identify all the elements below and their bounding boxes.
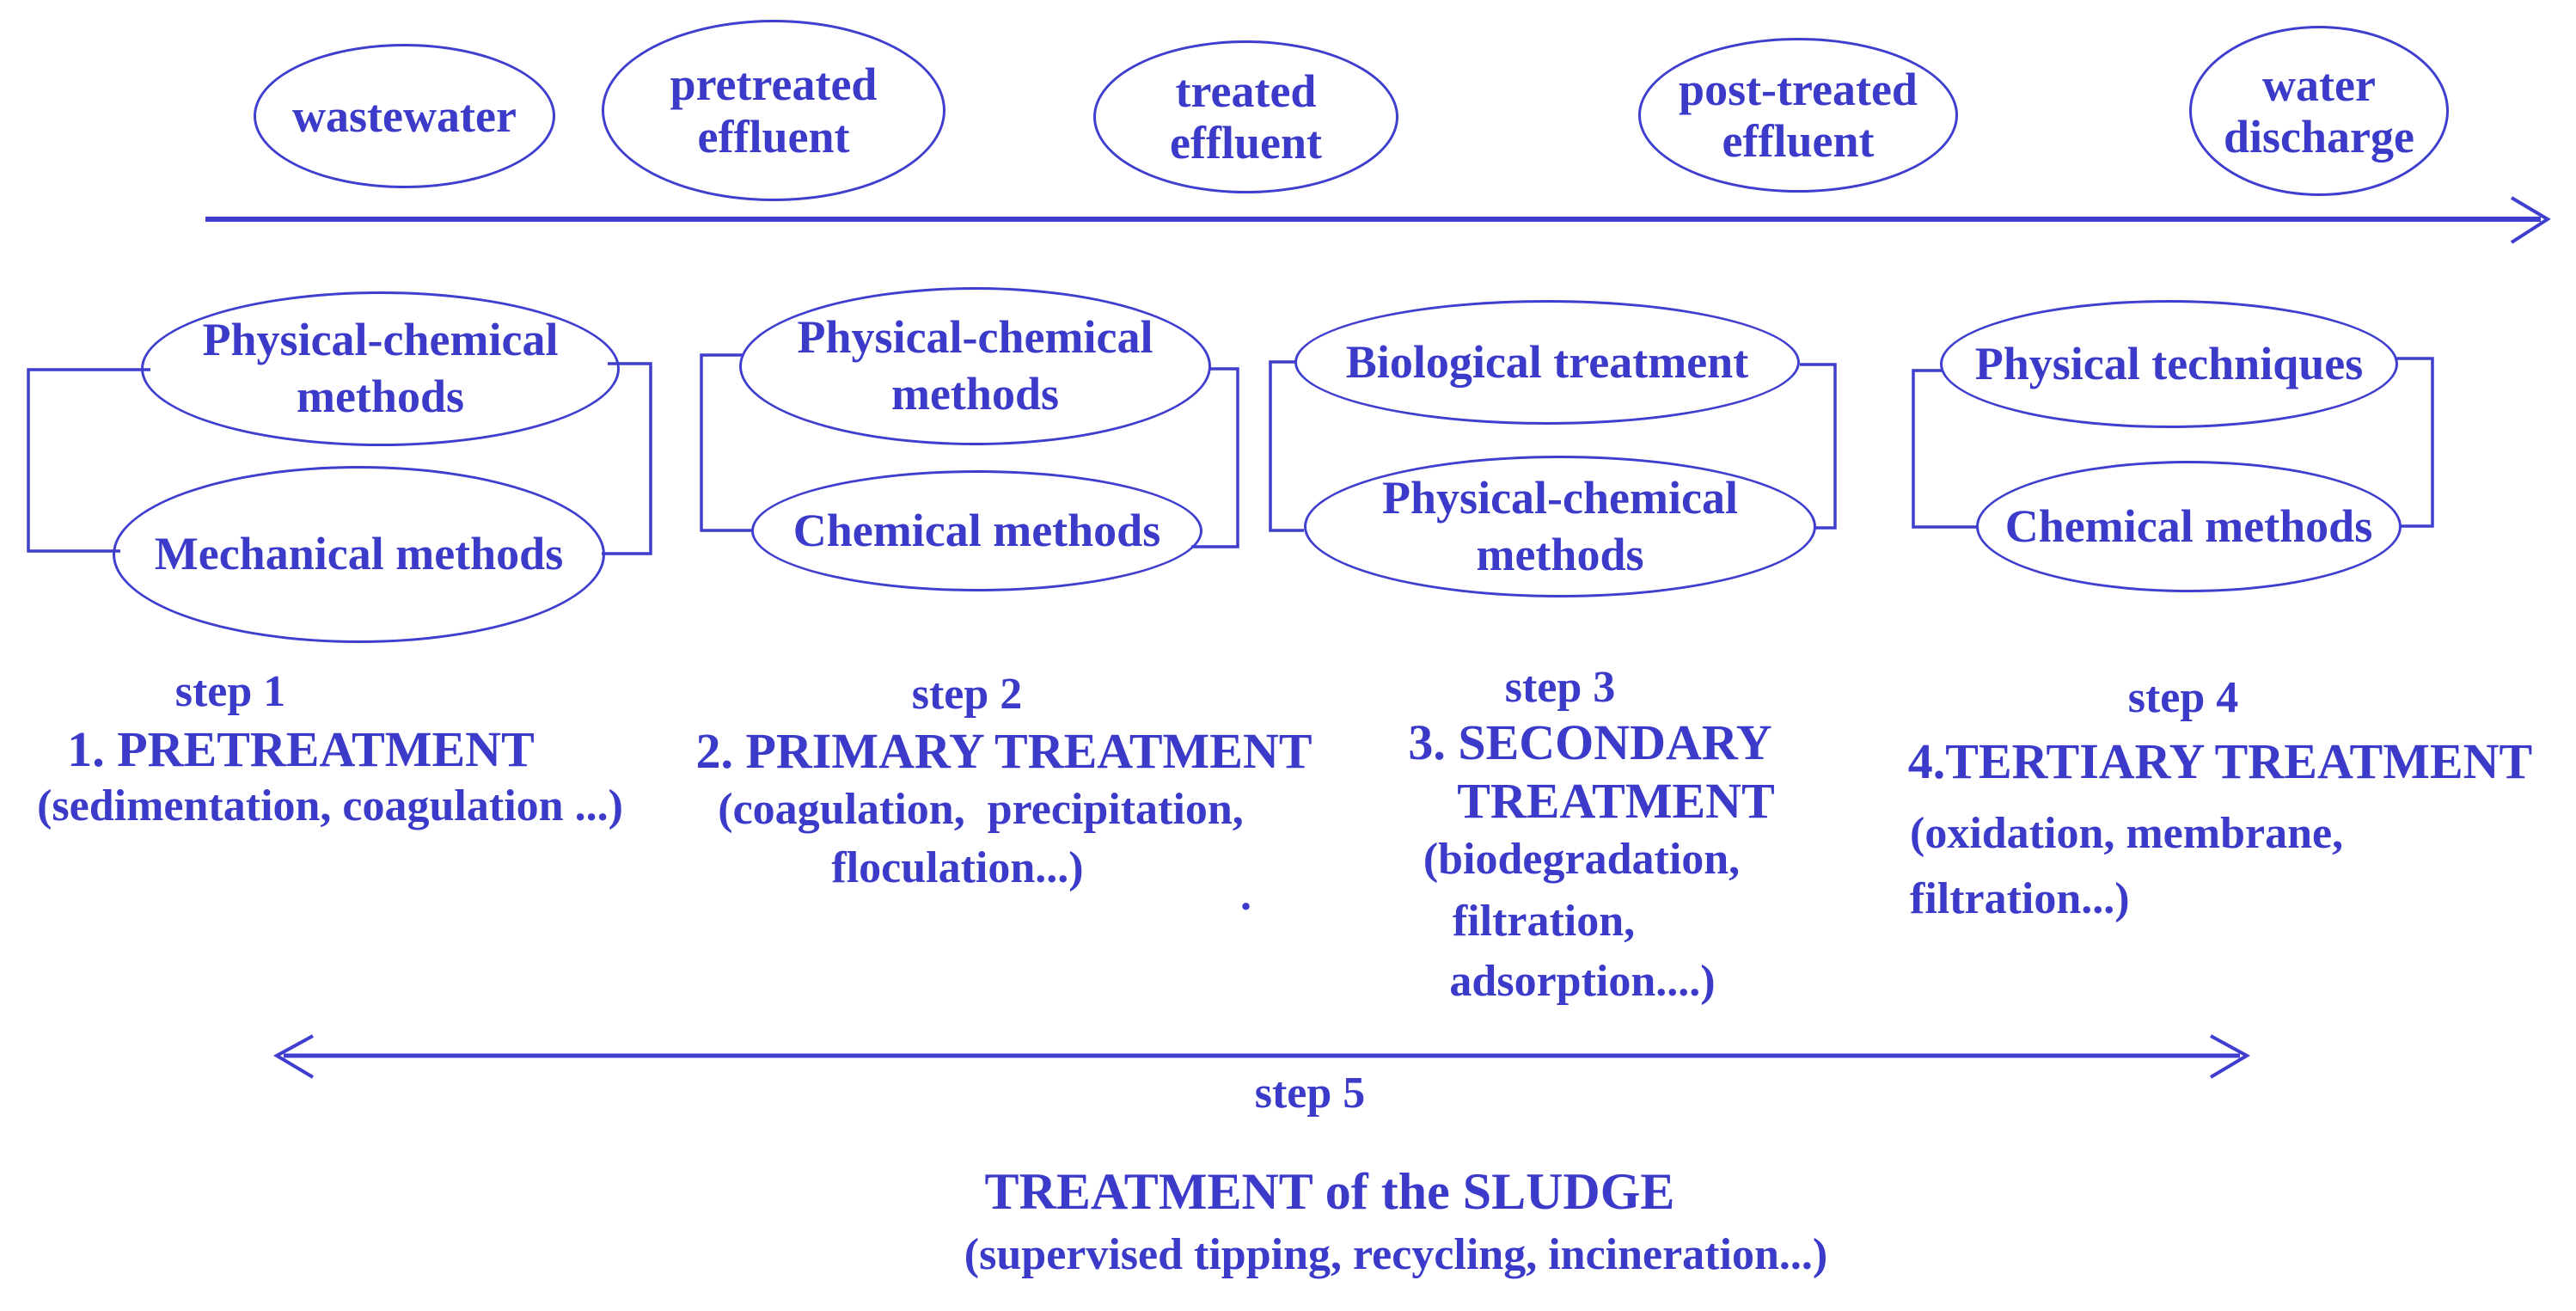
sludge-arrow-left-head-icon <box>272 1034 315 1079</box>
group1-left-bracket <box>27 368 150 553</box>
flow-arrow-head-icon <box>2510 196 2551 244</box>
stage-ellipse-treated-effluent: treated effluent <box>1093 40 1398 193</box>
stage-ellipse-post-treated-effluent: post-treated effluent <box>1638 38 1958 193</box>
group4-left-bracket <box>1912 369 1979 529</box>
stage-label: pretreated effluent <box>670 58 878 162</box>
method-label: Chemical methods <box>792 504 1161 556</box>
step5-label: step 5 <box>1254 1069 1366 1118</box>
stray-period-mark: . <box>1240 871 1251 920</box>
step3-title: 3. SECONDARY <box>1408 714 1772 770</box>
sludge-arrow-right-head-icon <box>2209 1034 2251 1079</box>
step2-label: step 2 <box>911 670 1023 719</box>
step4-detail: filtration...) <box>1910 874 2130 923</box>
group4-right-bracket <box>2395 357 2434 528</box>
method-label: Physical-chemical methods <box>1382 471 1738 580</box>
step2-title: 2. PRIMARY TREATMENT <box>695 723 1312 779</box>
group1-right-bracket <box>602 362 652 555</box>
step2-detail: floculation...) <box>831 843 1084 892</box>
step3-title: TREATMENT <box>1457 773 1775 829</box>
step1-label: step 1 <box>174 667 286 716</box>
group3-left-bracket <box>1269 360 1304 532</box>
group2-top-ellipse: Physical-chemical methods <box>739 287 1211 445</box>
step1-title: 1. PRETREATMENT <box>67 721 535 777</box>
method-label: Mechanical methods <box>154 528 564 580</box>
group4-bottom-ellipse: Chemical methods <box>1976 461 2402 592</box>
method-label: Physical-chemical methods <box>797 311 1153 420</box>
stage-label: water discharge <box>2224 58 2414 162</box>
group3-right-bracket <box>1800 363 1837 530</box>
group3-top-ellipse: Biological treatment <box>1294 300 1800 425</box>
stage-ellipse-pretreated-effluent: pretreated effluent <box>602 20 945 201</box>
step4-detail: (oxidation, membrane, <box>1910 809 2344 858</box>
group3-bottom-ellipse: Physical-chemical methods <box>1304 456 1816 597</box>
method-label: Chemical methods <box>2004 499 2373 552</box>
step2-detail: (coagulation, precipitation, <box>718 785 1244 834</box>
group1-top-ellipse: Physical-chemical methods <box>141 291 620 446</box>
group1-bottom-ellipse: Mechanical methods <box>113 466 605 643</box>
step4-label: step 4 <box>2127 673 2239 722</box>
sludge-title: TREATMENT of the SLUDGE <box>984 1163 1675 1220</box>
step3-detail: filtration, <box>1452 897 1636 946</box>
method-label: Physical techniques <box>1974 337 2364 389</box>
stage-ellipse-water-discharge: water discharge <box>2189 26 2449 196</box>
stage-ellipse-wastewater: wastewater <box>254 44 555 188</box>
group2-left-bracket <box>700 353 753 532</box>
stage-label: post-treated effluent <box>1679 63 1918 167</box>
step3-detail: (biodegradation, <box>1423 835 1741 884</box>
group4-top-ellipse: Physical techniques <box>1940 300 2398 428</box>
stage-label: treated effluent <box>1170 64 1322 168</box>
step4-title: 4.TERTIARY TREATMENT <box>1907 733 2533 789</box>
step3-label: step 3 <box>1504 663 1616 712</box>
step1-detail: (sedimentation, coagulation ...) <box>37 781 623 830</box>
sludge-details: (supervised tipping, recycling, incinera… <box>964 1230 1828 1279</box>
stage-label: wastewater <box>292 89 517 142</box>
group2-bottom-ellipse: Chemical methods <box>751 470 1202 591</box>
group2-right-bracket <box>1191 367 1239 548</box>
method-label: Biological treatment <box>1345 335 1749 388</box>
method-label: Physical-chemical methods <box>202 314 559 422</box>
step3-detail: adsorption....) <box>1449 957 1716 1006</box>
